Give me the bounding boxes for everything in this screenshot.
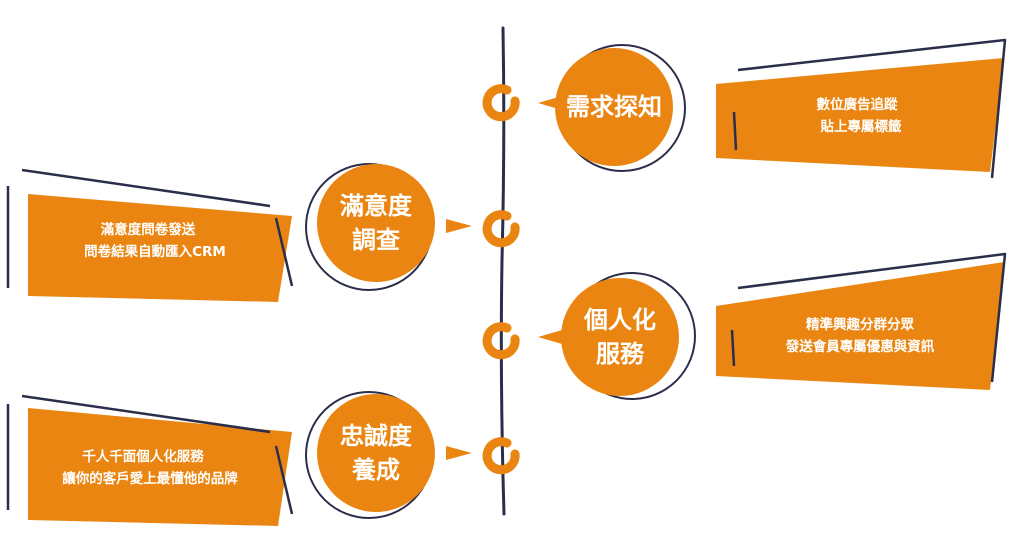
step-1-desc-line-2: 貼上專屬標籤 <box>820 119 902 135</box>
step-2-title-line-2: 調查 <box>352 226 400 254</box>
step-3-disc: 個人化 服務 <box>561 278 679 396</box>
banner-3-outline <box>737 252 1007 383</box>
step-3-title-line-2: 服務 <box>596 340 644 368</box>
timeline-node-1 <box>482 84 520 122</box>
timeline-line <box>499 26 506 516</box>
step-4-disc: 忠誠度 養成 <box>317 394 435 512</box>
step-4-desc-line-1: 千人千面個人化服務 <box>82 449 204 465</box>
step-2-desc-line-1: 滿意度問卷發送 <box>100 222 196 238</box>
step-2-title-line-1: 滿意度 <box>340 192 412 220</box>
timeline-node-2 <box>482 210 520 248</box>
step-2-desc-line-2: 問卷結果自動匯入CRM <box>84 244 226 260</box>
banner-3-fill <box>716 262 1004 390</box>
banner-1-outline <box>737 38 1007 179</box>
step-1-desc-line-1: 數位廣告追蹤 <box>816 97 898 113</box>
banner-1-fill <box>716 58 1004 172</box>
step-4-desc-line-2: 讓你的客戶愛上最懂他的品牌 <box>62 471 238 487</box>
step-4-title-line-1: 忠誠度 <box>340 422 412 450</box>
step-4-title-line-2: 養成 <box>352 456 400 484</box>
banner-2-fill <box>28 194 292 302</box>
pointer-4 <box>446 446 472 460</box>
banner-3-tick <box>730 329 736 367</box>
step-2-description: 滿意度問卷發送 問卷結果自動匯入CRM <box>50 219 260 263</box>
timeline-node-3 <box>482 322 520 360</box>
step-1-disc: 需求探知 <box>555 48 673 166</box>
step-3-desc-line-2: 發送會員專屬優惠與資訊 <box>785 339 935 355</box>
pointer-3 <box>538 330 562 344</box>
banner-1-tick <box>732 111 738 151</box>
banner-4-fill <box>28 408 292 526</box>
banner-2-top-line <box>21 168 271 208</box>
banner-2-right-line <box>274 217 294 287</box>
step-3-description: 精準興趣分群分眾 發送會員專屬優惠與資訊 <box>745 314 975 358</box>
step-3-title-line-1: 個人化 <box>584 306 656 334</box>
banner-4-right-line <box>274 445 294 515</box>
step-1-title: 需求探知 <box>566 93 662 121</box>
step-4-description: 千人千面個人化服務 讓你的客戶愛上最懂他的品牌 <box>40 446 260 490</box>
step-2-disc: 滿意度 調查 <box>317 164 435 282</box>
timeline-node-4 <box>482 437 520 475</box>
step-3-desc-line-1: 精準興趣分群分眾 <box>806 317 914 333</box>
banner-4-top-line <box>21 394 271 434</box>
step-1-description: 數位廣告追蹤 貼上專屬標籤 <box>762 94 952 138</box>
pointer-2 <box>446 219 472 233</box>
